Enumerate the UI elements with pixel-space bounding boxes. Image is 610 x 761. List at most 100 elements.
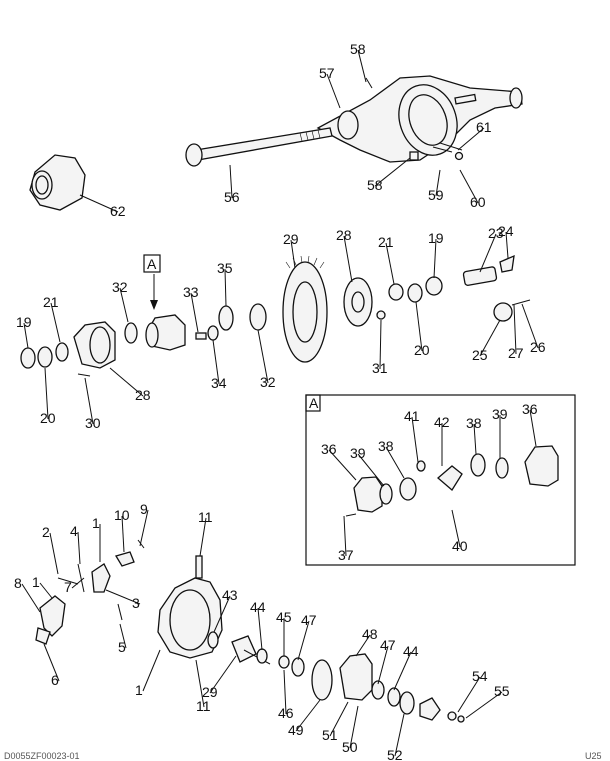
inset-parts <box>345 445 559 517</box>
leader-line <box>394 713 405 757</box>
inset-tag-box <box>305 394 321 412</box>
spacers-44-45-46-47 <box>256 648 305 677</box>
callout-44: 44 <box>403 643 419 659</box>
callout-41: 41 <box>404 408 420 424</box>
leader-line <box>349 705 359 749</box>
stud-11-top <box>195 555 203 579</box>
leader-line <box>229 164 233 199</box>
callout-40: 40 <box>452 538 468 554</box>
bolt-30 <box>77 373 91 377</box>
callout-32: 32 <box>260 374 276 390</box>
leader-line <box>142 649 161 692</box>
callout-4: 4 <box>70 523 78 539</box>
callout-56: 56 <box>224 189 240 205</box>
footer-right: U25 <box>585 751 602 761</box>
leader-line <box>71 577 85 589</box>
callout-1: 1 <box>135 682 143 698</box>
callout-54: 54 <box>472 668 488 684</box>
callout-9: 9 <box>140 501 148 517</box>
leader-line <box>433 238 437 279</box>
callout-21: 21 <box>43 294 59 310</box>
callout-51: 51 <box>322 727 338 743</box>
section-a-label: A <box>147 256 157 272</box>
callout-11: 11 <box>196 698 211 714</box>
axle-shaft <box>185 127 333 167</box>
leader-line <box>77 531 81 565</box>
cup-20-top <box>407 283 423 303</box>
footer-left: D0055ZF00023-01 <box>4 751 80 761</box>
leader-line <box>199 517 207 557</box>
pin-33 <box>195 332 207 340</box>
callout-42: 42 <box>434 414 450 430</box>
leader-line <box>44 367 49 420</box>
leader-line <box>479 319 501 357</box>
leader-line <box>257 607 263 651</box>
leader-line <box>357 49 367 83</box>
callout-47: 47 <box>301 612 317 628</box>
leader-line <box>290 239 296 269</box>
leader-line <box>385 242 395 285</box>
callout-44: 44 <box>250 599 266 615</box>
callout-29: 29 <box>283 231 299 247</box>
callout-34: 34 <box>211 375 227 391</box>
leader-line <box>84 377 94 425</box>
leader-line <box>343 235 353 283</box>
callout-23: 23 <box>488 225 504 241</box>
callout-38: 38 <box>378 438 394 454</box>
callout-35: 35 <box>217 260 233 276</box>
inset-label: A <box>309 395 319 411</box>
leader-line <box>297 620 310 661</box>
callout-19: 19 <box>16 314 32 330</box>
callout-25: 25 <box>472 347 488 363</box>
leader-line <box>43 643 60 682</box>
seal-49 <box>311 659 333 701</box>
cup-47-lower <box>371 680 385 700</box>
callout-39: 39 <box>492 406 508 422</box>
callout-62: 62 <box>110 203 126 219</box>
leader-line <box>379 319 382 370</box>
arrow-A <box>150 274 158 310</box>
callout-49: 49 <box>288 722 304 738</box>
leader-line <box>283 669 287 715</box>
leader-line <box>479 233 497 273</box>
callout-28: 28 <box>135 387 151 403</box>
callout-39: 39 <box>350 445 366 461</box>
leader-line <box>121 515 125 553</box>
lock-24 <box>499 254 515 273</box>
leader-line <box>355 634 371 657</box>
cup-19-left <box>20 347 36 369</box>
callout-58: 58 <box>367 177 383 193</box>
leader-line <box>49 532 59 575</box>
callout-24: 24 <box>498 223 514 239</box>
callout-32: 32 <box>112 279 128 295</box>
leader-line <box>212 339 220 385</box>
leader-line <box>79 194 119 213</box>
callout-60: 60 <box>470 194 486 210</box>
leader-line <box>393 651 412 691</box>
leader-line <box>513 304 517 355</box>
ring-gear <box>282 255 328 363</box>
leader-line <box>329 701 349 737</box>
axle-housing <box>316 75 523 163</box>
yoke <box>419 697 441 721</box>
callout-26: 26 <box>530 339 546 355</box>
callout-52: 52 <box>387 747 403 761</box>
bearing-43 <box>207 631 219 649</box>
carrier-housing <box>157 577 223 659</box>
leader-line <box>357 453 385 487</box>
callout-46: 46 <box>278 705 294 721</box>
callout-50: 50 <box>342 739 358 755</box>
callout-1: 1 <box>92 515 100 531</box>
leader-line <box>465 691 503 719</box>
callout-47: 47 <box>380 637 396 653</box>
leader-line <box>119 623 127 649</box>
washer-32-right <box>249 303 267 331</box>
callout-36: 36 <box>522 401 538 417</box>
diff-assembly-A <box>145 314 186 351</box>
leader-line <box>411 416 419 463</box>
callout-37: 37 <box>338 547 354 563</box>
callout-30: 30 <box>85 415 101 431</box>
leader-line <box>195 659 205 708</box>
leader-line <box>505 231 509 259</box>
